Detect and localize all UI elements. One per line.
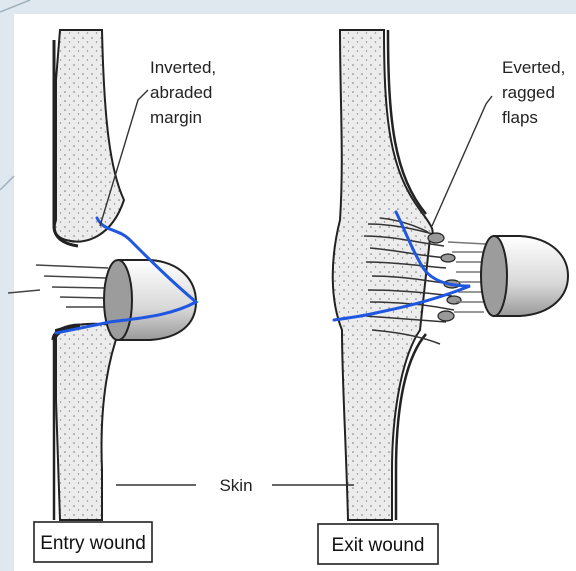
exit-bullet — [481, 236, 568, 316]
entry-bullet — [104, 260, 196, 340]
entry-margin-label-1: Inverted, — [150, 58, 216, 77]
exit-wound-label: Exit wound — [332, 535, 425, 556]
entry-wound-label: Entry wound — [40, 533, 146, 554]
edge-mark — [0, 176, 14, 190]
corner-mark — [0, 0, 30, 12]
entry-margin-label-3: margin — [150, 108, 202, 127]
exit-flaps-label-3: flaps — [502, 108, 538, 127]
entry-margin-label-2: abraded — [150, 83, 212, 102]
skin-label: Skin — [219, 476, 252, 495]
exit-flaps-label-1: Everted, — [502, 58, 565, 77]
exit-flaps-label-2: ragged — [502, 83, 555, 102]
